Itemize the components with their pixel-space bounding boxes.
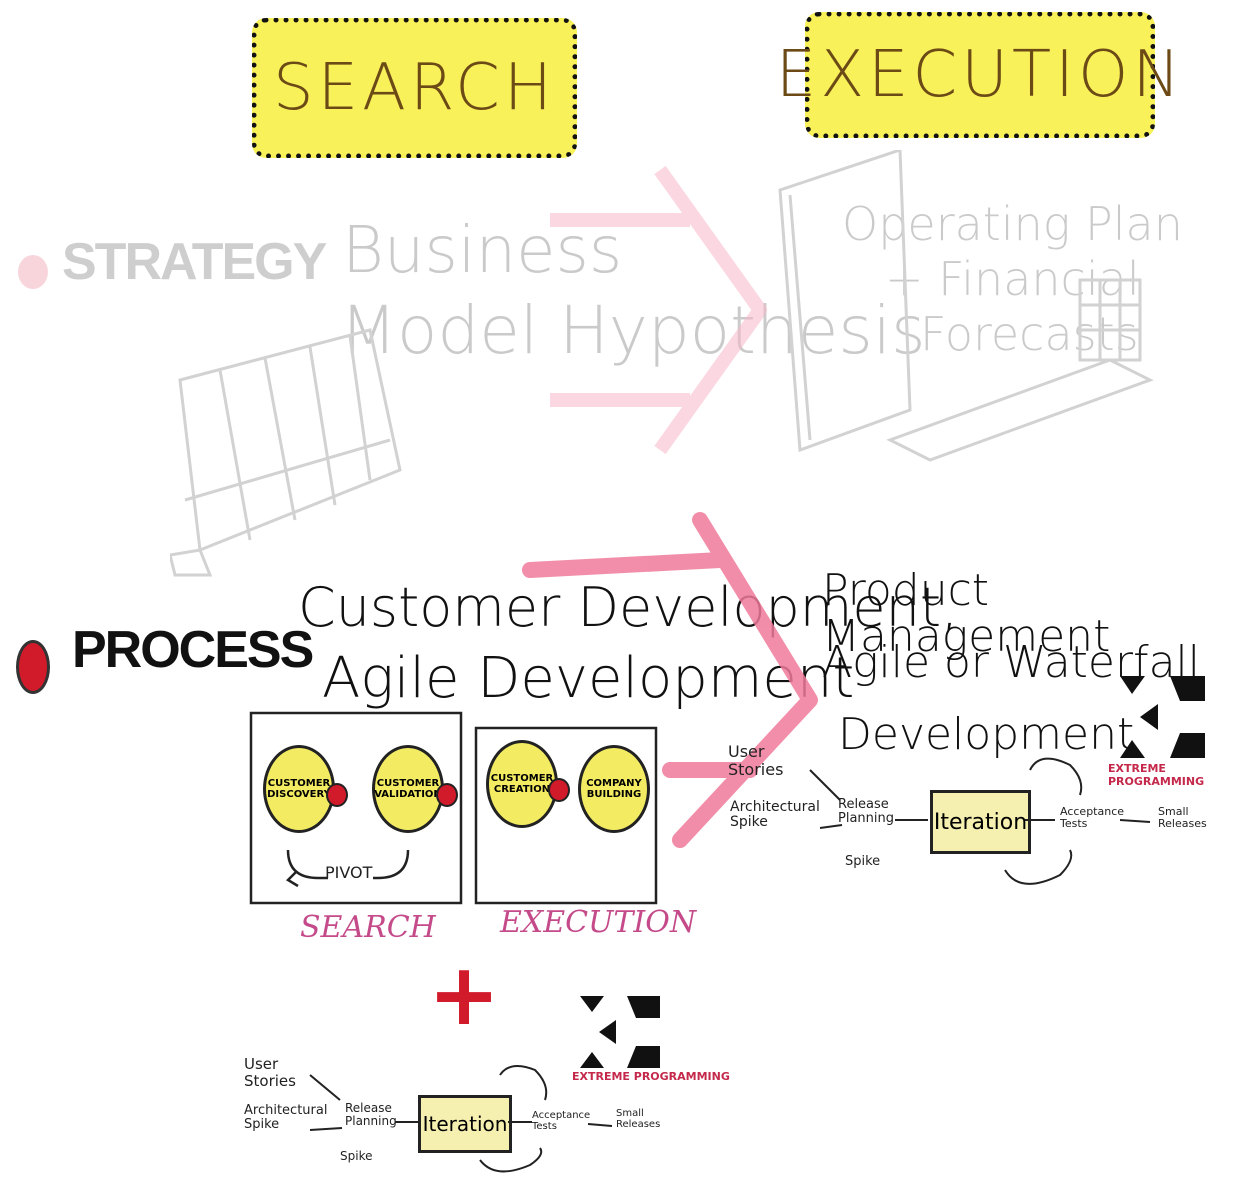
xp-spike: Spike [845, 854, 881, 869]
xp-release-planning: Release Planning [838, 797, 894, 827]
strategy-right-line2: + Financial [885, 252, 1140, 306]
strategy-dot [18, 255, 48, 289]
xp-iteration-label: Iteration [933, 809, 1028, 835]
strategy-arrow [550, 165, 767, 455]
xp-logo-label: EXTREME PROGRAMMING [1108, 762, 1205, 788]
custdev-frames [249, 711, 658, 905]
xp-logo [1120, 676, 1205, 758]
process-label: PROCESS [72, 621, 314, 679]
xp-arrows [809, 757, 1151, 885]
pivot-label: PIVOT [325, 863, 373, 882]
xp-architectural-spike: Architectural Spike [244, 1103, 328, 1133]
execution-header: EXECUTION [776, 12, 1180, 138]
search-header: SEARCH [252, 18, 577, 158]
process-left-line2: Agile Development [322, 646, 855, 711]
stage-company-building: COMPANY BUILDING [578, 745, 650, 833]
stage-connector-dot [326, 783, 348, 807]
xp-logo-label: EXTREME PROGRAMMING [572, 1070, 730, 1083]
stage-customer-creation: CUSTOMER CREATION [486, 740, 558, 828]
xp-architectural-spike: Architectural Spike [730, 799, 820, 831]
strategy-left-line1: Business [342, 214, 623, 288]
stage-connector-dot [436, 783, 458, 807]
process-arrow [522, 512, 818, 848]
strategy-right-line3: Forecasts [920, 307, 1139, 361]
stage-customer-validation: CUSTOMER VALIDATION [372, 745, 444, 833]
xp-small-releases: Small Releases [1158, 805, 1207, 831]
business-model-canvas-sketch [170, 328, 402, 577]
xp-arrows [309, 1065, 613, 1173]
xp-iteration-box: Iteration [930, 790, 1031, 854]
plus-sign: + [428, 945, 501, 1045]
xp-release-planning: Release Planning [345, 1101, 397, 1129]
xp-user-stories: User Stories [728, 742, 784, 779]
xp-user-stories: User Stories [244, 1055, 296, 1090]
execution-phase-label: EXECUTION [500, 905, 697, 940]
execution-header-text: EXECUTION [775, 38, 1185, 112]
xp-acceptance-tests: Acceptance Tests [1060, 805, 1125, 831]
strategy-label: STRATEGY [62, 233, 327, 291]
search-header-text: SEARCH [273, 51, 556, 125]
operating-plan-book-sketch [778, 150, 1154, 462]
strategy-left-line2: Model Hypothesis [340, 292, 926, 369]
xp-iteration-box: Iteration [418, 1095, 512, 1153]
process-left-line1: Customer Development, [298, 576, 959, 639]
process-dot [16, 640, 50, 694]
strategy-right-line1: Operating Plan [842, 197, 1183, 251]
search-phase-label: SEARCH [300, 910, 436, 945]
xp-small-releases: Small Releases [616, 1108, 661, 1130]
xp-logo [580, 996, 660, 1068]
stage-connector-dot [548, 778, 570, 802]
xp-iteration-label: Iteration [422, 1112, 508, 1136]
process-right-line3: Development [838, 709, 1135, 760]
xp-acceptance-tests: Acceptance Tests [532, 1110, 591, 1132]
xp-spike: Spike [340, 1149, 373, 1163]
process-right-line1: Product Management [822, 565, 1111, 663]
stage-customer-discovery: CUSTOMER DISCOVERY [263, 745, 335, 833]
